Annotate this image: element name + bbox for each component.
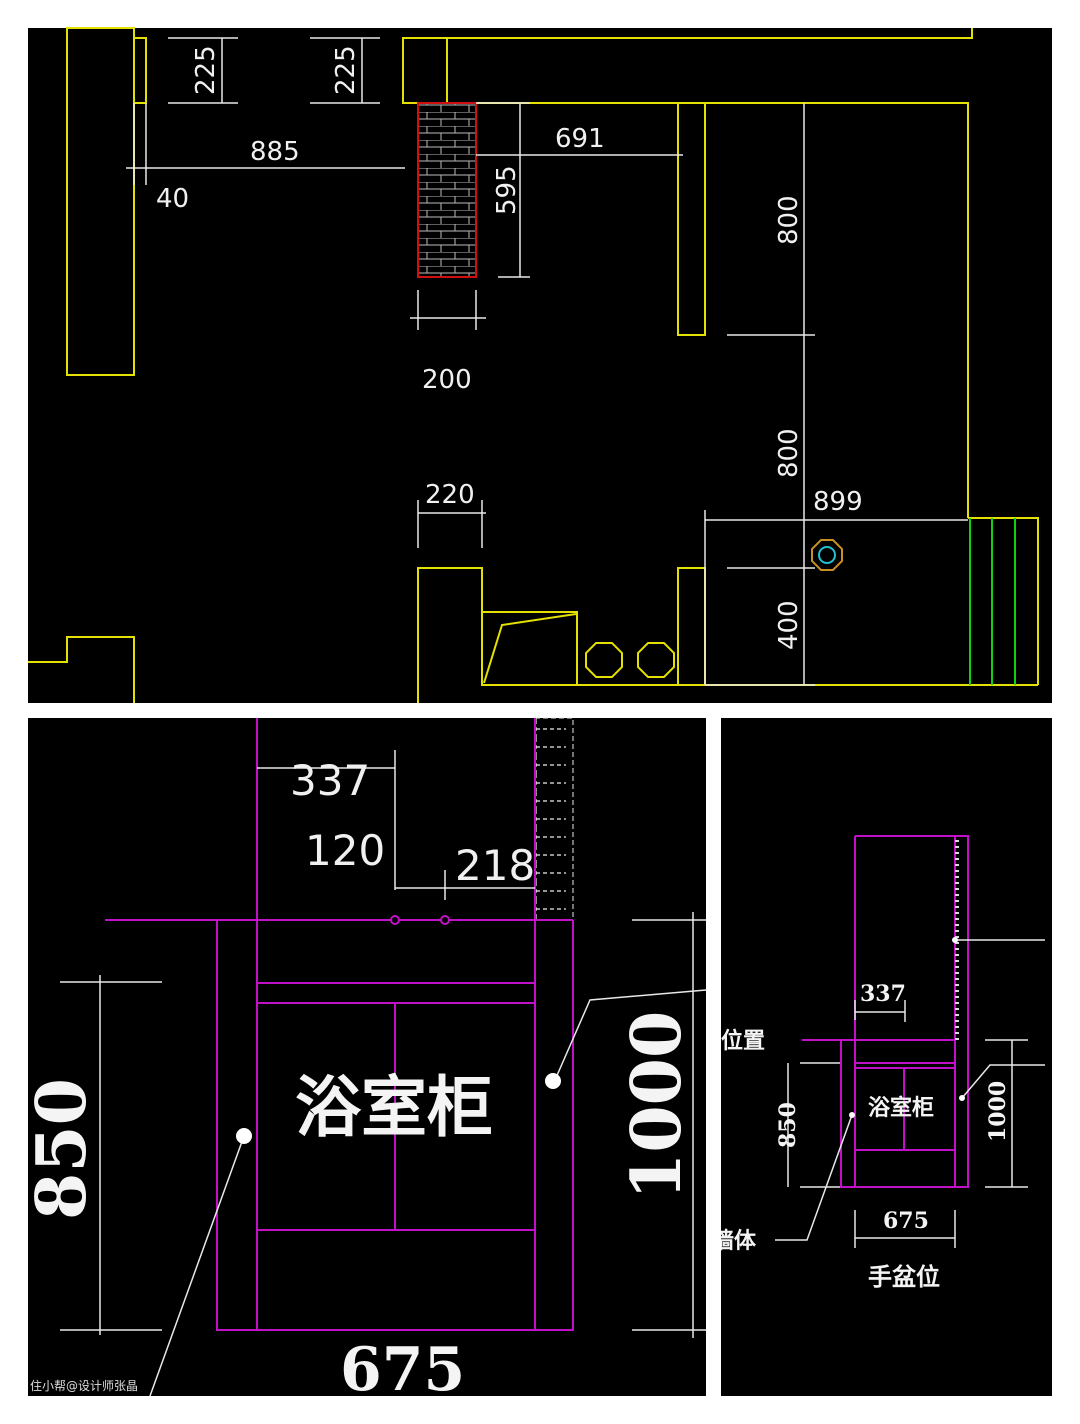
basin-label: 手盆位 [868,1262,940,1291]
dim-1000: 1000 [985,1081,1011,1142]
dim-218: 218 [455,841,535,890]
dim-899: 899 [813,487,863,517]
watermark: 住小帮@设计师张晶 [30,1379,138,1393]
dim-850: 850 [22,1078,102,1220]
cabinet-label: 浴室柜 [868,1095,934,1121]
dim-675: 675 [883,1208,929,1234]
dim-885: 885 [250,137,300,167]
dim-400: 400 [774,600,804,650]
floor-plan-panel: 225 225 885 40 691 595 800 200 800 899 2… [28,27,1052,703]
dim-850: 850 [775,1102,801,1148]
dim-225: 225 [331,45,361,95]
dim-220: 220 [425,480,475,510]
left-wall [66,27,135,376]
red-brick-wall [417,102,477,278]
elevation-large-panel: 337 120 218 浴室柜 850 1000 675 住小帮@设计师张晶 [22,717,707,1405]
fixture-icon [585,642,623,678]
dim-691: 691 [555,124,605,154]
cabinet-label: 浴室柜 [295,1068,493,1146]
dim-337: 337 [290,756,370,805]
dim-337: 337 [860,981,906,1007]
brick-column [677,102,706,336]
elevation-small-panel: 337 位置 浴室柜 850 1000 675 墙体 手盆位 [712,718,1052,1396]
position-label: 位置 [721,1028,765,1054]
dim-595: 595 [492,165,522,215]
dim-225: 225 [191,45,221,95]
dim-675-partial: 675 [340,1335,465,1405]
dim-800: 800 [774,428,804,478]
dim-800: 800 [774,195,804,245]
fixture-icon [637,642,675,678]
bottom-left-wall [28,636,135,703]
dim-40: 40 [156,184,189,214]
dim-1000: 1000 [617,1011,697,1200]
dim-120: 120 [305,826,385,875]
drain-icon [811,539,843,571]
dim-200: 200 [422,365,472,395]
